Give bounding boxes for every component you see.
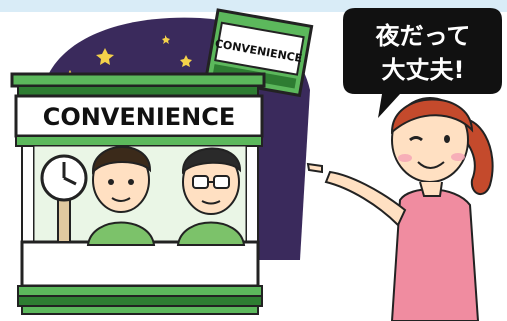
star-icon — [180, 55, 192, 67]
staff-member-right — [176, 147, 246, 246]
star-icon — [162, 35, 170, 44]
speech-bubble-line2: 大丈夫! — [382, 56, 465, 84]
star-icon — [96, 48, 114, 65]
speech-bubble: 夜だって 大丈夫! — [343, 8, 502, 118]
store-front-sign: CONVENIENCE — [43, 103, 236, 131]
speech-bubble-line1: 夜だって — [375, 22, 471, 50]
clock-icon — [40, 154, 88, 243]
staff-member-left — [86, 146, 156, 246]
woman-pointing — [306, 97, 494, 321]
